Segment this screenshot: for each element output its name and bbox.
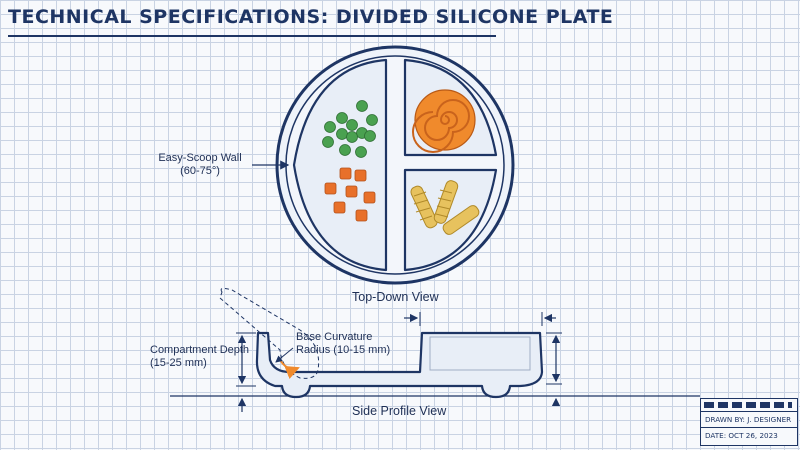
top-down-view-label: Top-Down View — [352, 290, 439, 304]
carrot-cubes — [324, 167, 376, 222]
compartment-depth-range: (15-25 mm) — [150, 357, 207, 369]
side-profile-view-label: Side Profile View — [352, 404, 447, 418]
rotini-pasta — [410, 180, 480, 235]
side-profile-view — [170, 287, 700, 412]
drawing-title: TECHNICAL SPECIFICATIONS: DIVIDED SILICO… — [8, 6, 614, 28]
scoop-wall-title: Easy-Scoop Wall — [158, 152, 242, 164]
drawn-by: DRAWN BY: J. DESIGNER — [705, 415, 792, 424]
drawing-date: DATE: OCT 26, 2023 — [705, 431, 778, 440]
title-block: DRAWN BY: J. DESIGNER DATE: OCT 26, 2023 — [700, 398, 798, 446]
title-block-stripe — [704, 402, 792, 408]
compartment-depth-title: Compartment Depth — [150, 344, 250, 356]
base-curvature-radius: Radius (10-15 mm) — [296, 344, 391, 356]
title-underline — [8, 35, 496, 37]
scoop-wall-label: Easy-Scoop Wall (60-75°) — [150, 152, 250, 178]
sweet-potato-swirl — [412, 89, 476, 153]
top-down-view — [252, 45, 515, 285]
scoop-wall-angle: (60-75°) — [180, 165, 220, 177]
base-curvature-label: Base Curvature Radius (10-15 mm) — [296, 331, 390, 357]
plate-profile — [255, 331, 544, 399]
peas — [322, 100, 378, 158]
compartment-depth-label: Compartment Depth (15-25 mm) — [150, 344, 249, 370]
base-curvature-title: Base Curvature — [296, 331, 373, 343]
